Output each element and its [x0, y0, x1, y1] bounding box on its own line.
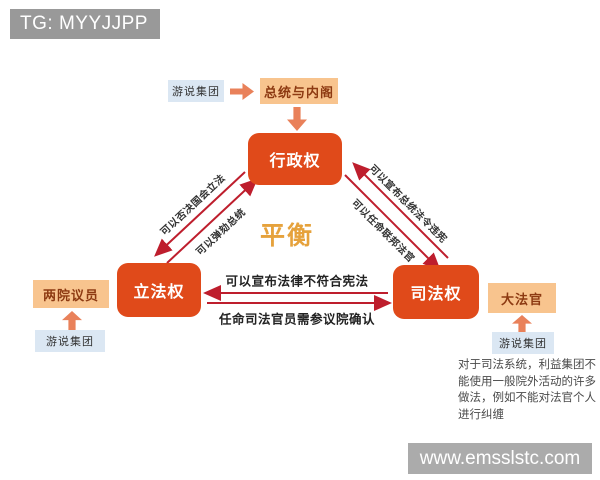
top-watermark: TG: MYYJJPP [10, 9, 160, 39]
lobby-group-right-box: 游说集团 [492, 332, 554, 354]
edge-label-senate-confirmation: 任命司法官员需参议院确认 [218, 312, 376, 327]
lobby-to-justice-arrow-icon [512, 315, 532, 333]
balance-title: 平衡 [259, 222, 315, 250]
edge-label-laws-unconstitutional: 可以宣布法律不符合宪法 [225, 274, 369, 289]
lobby-group-top-box: 游说集团 [168, 80, 224, 102]
chief-justice-label: 大法官 [500, 291, 543, 307]
legislative-power-label: 立法权 [133, 284, 185, 301]
judicial-lobby-note: 对于司法系统，利益集团不能使用一般院外活动的许多做法，例如不能对法官个人进行纠缠 [458, 359, 596, 422]
lobby-group-left-box: 游说集团 [35, 330, 105, 352]
lobby-to-members-arrow-icon [62, 311, 82, 330]
bottom-watermark: www.emsslstc.com [408, 443, 592, 474]
edge-label-impeach: 可以弹劾总统 [194, 206, 249, 258]
president-cabinet-box: 总统与内阁 [260, 78, 338, 104]
chief-justice-box: 大法官 [488, 283, 556, 313]
judicial-power-label: 司法权 [410, 286, 462, 303]
house-members-label: 两院议员 [42, 287, 99, 303]
lobby-group-left-label: 游说集团 [46, 336, 94, 348]
judicial-power-box: 司法权 [393, 265, 479, 319]
house-members-box: 两院议员 [33, 280, 109, 308]
top-watermark-text: TG: MYYJJPP [20, 13, 148, 34]
bottom-watermark-text: www.emsslstc.com [419, 447, 581, 469]
executive-power-box: 行政权 [248, 133, 342, 185]
president-cabinet-label: 总统与内阁 [263, 84, 334, 100]
lobby-group-top-label: 游说集团 [172, 86, 220, 98]
lobby-to-cabinet-arrow-icon [230, 83, 254, 100]
lobby-group-right-label: 游说集团 [499, 338, 547, 350]
legislative-power-box: 立法权 [117, 263, 201, 317]
cabinet-to-executive-arrow-icon [287, 107, 307, 131]
executive-power-label: 行政权 [269, 153, 321, 170]
